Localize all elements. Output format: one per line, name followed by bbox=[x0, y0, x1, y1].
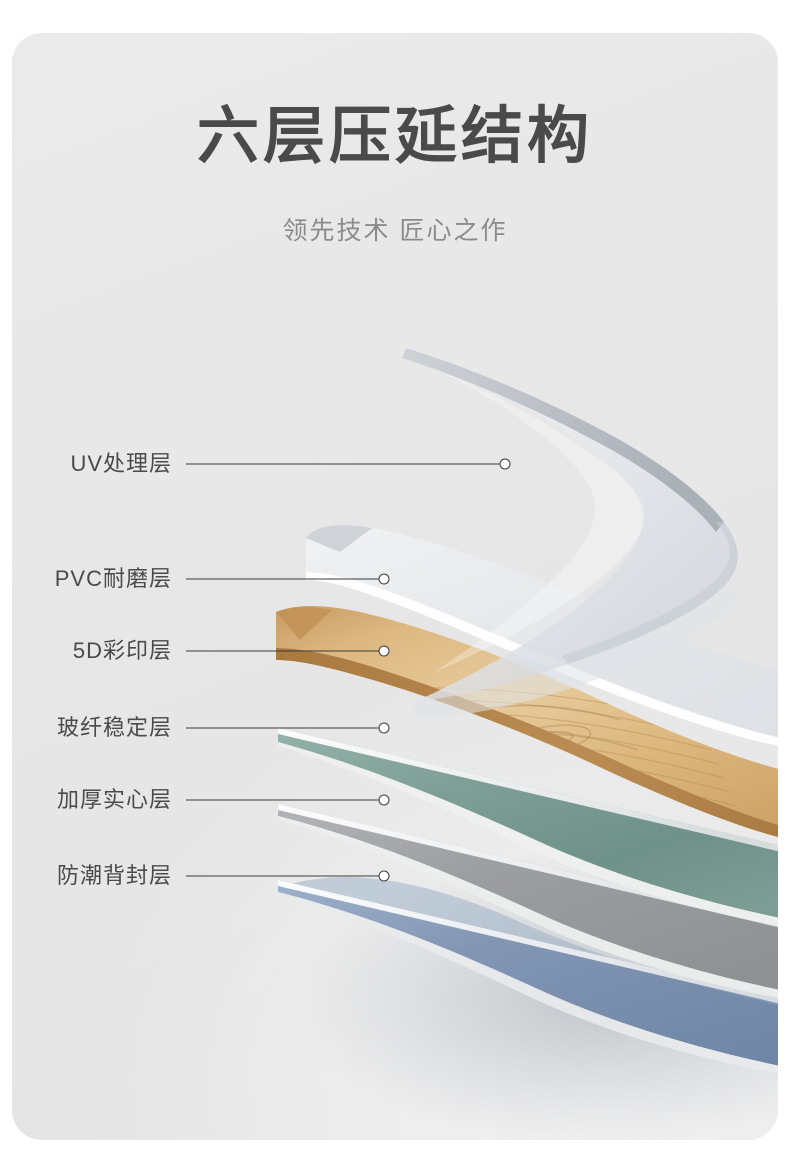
callout-label-uv-layer: UV处理层 bbox=[70, 451, 172, 476]
callout-label-backing-layer: 防潮背封层 bbox=[56, 863, 172, 888]
leader-line-uv-layer bbox=[186, 463, 505, 465]
callout-dot-print-layer bbox=[378, 645, 390, 657]
callout-label-print-layer: 5D彩印层 bbox=[72, 638, 172, 663]
callout-uv-layer: UV处理层 bbox=[70, 451, 511, 477]
callout-backing-layer: 防潮背封层 bbox=[57, 863, 390, 889]
callout-label-pvc-layer: PVC耐磨层 bbox=[54, 566, 172, 591]
callout-label-fiberglass-layer: 玻纤稳定层 bbox=[56, 715, 172, 740]
callout-dot-backing-layer bbox=[378, 870, 390, 882]
leader-line-pvc-layer bbox=[186, 578, 384, 580]
leader-line-print-layer bbox=[186, 650, 384, 652]
callout-solid-core-layer: 加厚实心层 bbox=[57, 787, 390, 813]
callout-pvc-layer: PVC耐磨层 bbox=[55, 566, 390, 592]
callout-dot-pvc-layer bbox=[378, 573, 390, 585]
callout-dot-fiberglass-layer bbox=[378, 722, 390, 734]
callout-dot-uv-layer bbox=[499, 458, 511, 470]
leader-line-solid-core-layer bbox=[186, 799, 384, 801]
leader-line-fiberglass-layer bbox=[186, 727, 384, 729]
page-subtitle: 领先技术 匠心之作 bbox=[282, 217, 508, 245]
callout-print-layer: 5D彩印层 bbox=[73, 638, 390, 664]
page-title: 六层压延结构 bbox=[196, 102, 593, 171]
callout-fiberglass-layer: 玻纤稳定层 bbox=[57, 715, 390, 741]
callout-label-solid-core-layer: 加厚实心层 bbox=[56, 787, 172, 812]
callout-dot-solid-core-layer bbox=[378, 794, 390, 806]
leader-line-backing-layer bbox=[186, 875, 384, 877]
